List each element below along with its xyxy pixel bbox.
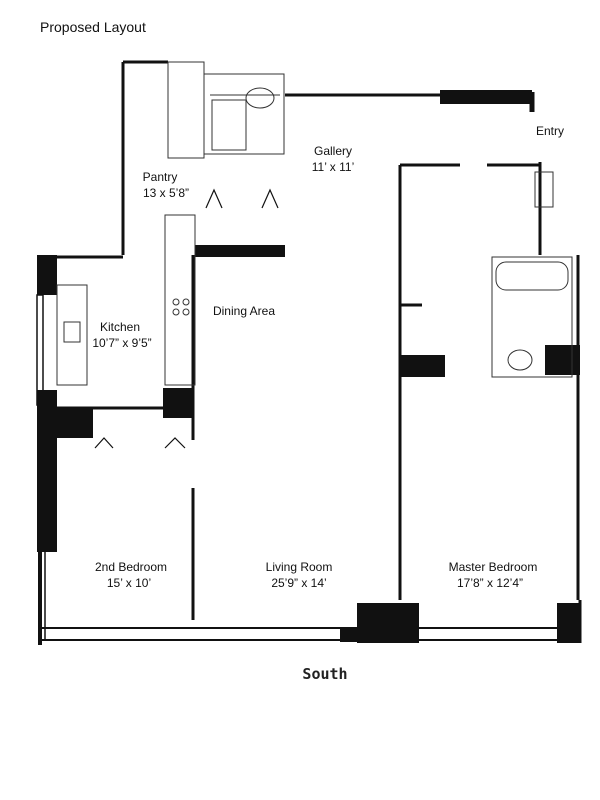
kitchen-dim: 10’7” x 9’5” xyxy=(92,336,151,350)
bedroom2-name: 2nd Bedroom xyxy=(95,560,167,574)
pantry-dim: 13 x 5’8” xyxy=(143,186,189,200)
compass-label: South xyxy=(302,665,347,683)
gallery-name: Gallery xyxy=(314,144,352,158)
pantry-shelving xyxy=(167,61,285,159)
kitchen-name: Kitchen xyxy=(100,320,140,334)
gallery-dim: 11’ x 11’ xyxy=(312,160,354,174)
kitchen-counters xyxy=(56,214,196,386)
door-swings xyxy=(94,188,279,449)
dining-name: Dining Area xyxy=(213,304,275,318)
living-dim: 25’9” x 14’ xyxy=(271,576,326,590)
master-dim: 17’8” x 12’4” xyxy=(457,576,523,590)
entry-name: Entry xyxy=(536,124,564,138)
living-name: Living Room xyxy=(266,560,333,574)
bedroom2-dim: 15’ x 10’ xyxy=(107,576,151,590)
master-name: Master Bedroom xyxy=(449,560,538,574)
walls xyxy=(36,60,582,645)
master-bath xyxy=(491,171,573,378)
plan-title: Proposed Layout xyxy=(40,19,146,35)
pantry-name: Pantry xyxy=(143,170,178,184)
